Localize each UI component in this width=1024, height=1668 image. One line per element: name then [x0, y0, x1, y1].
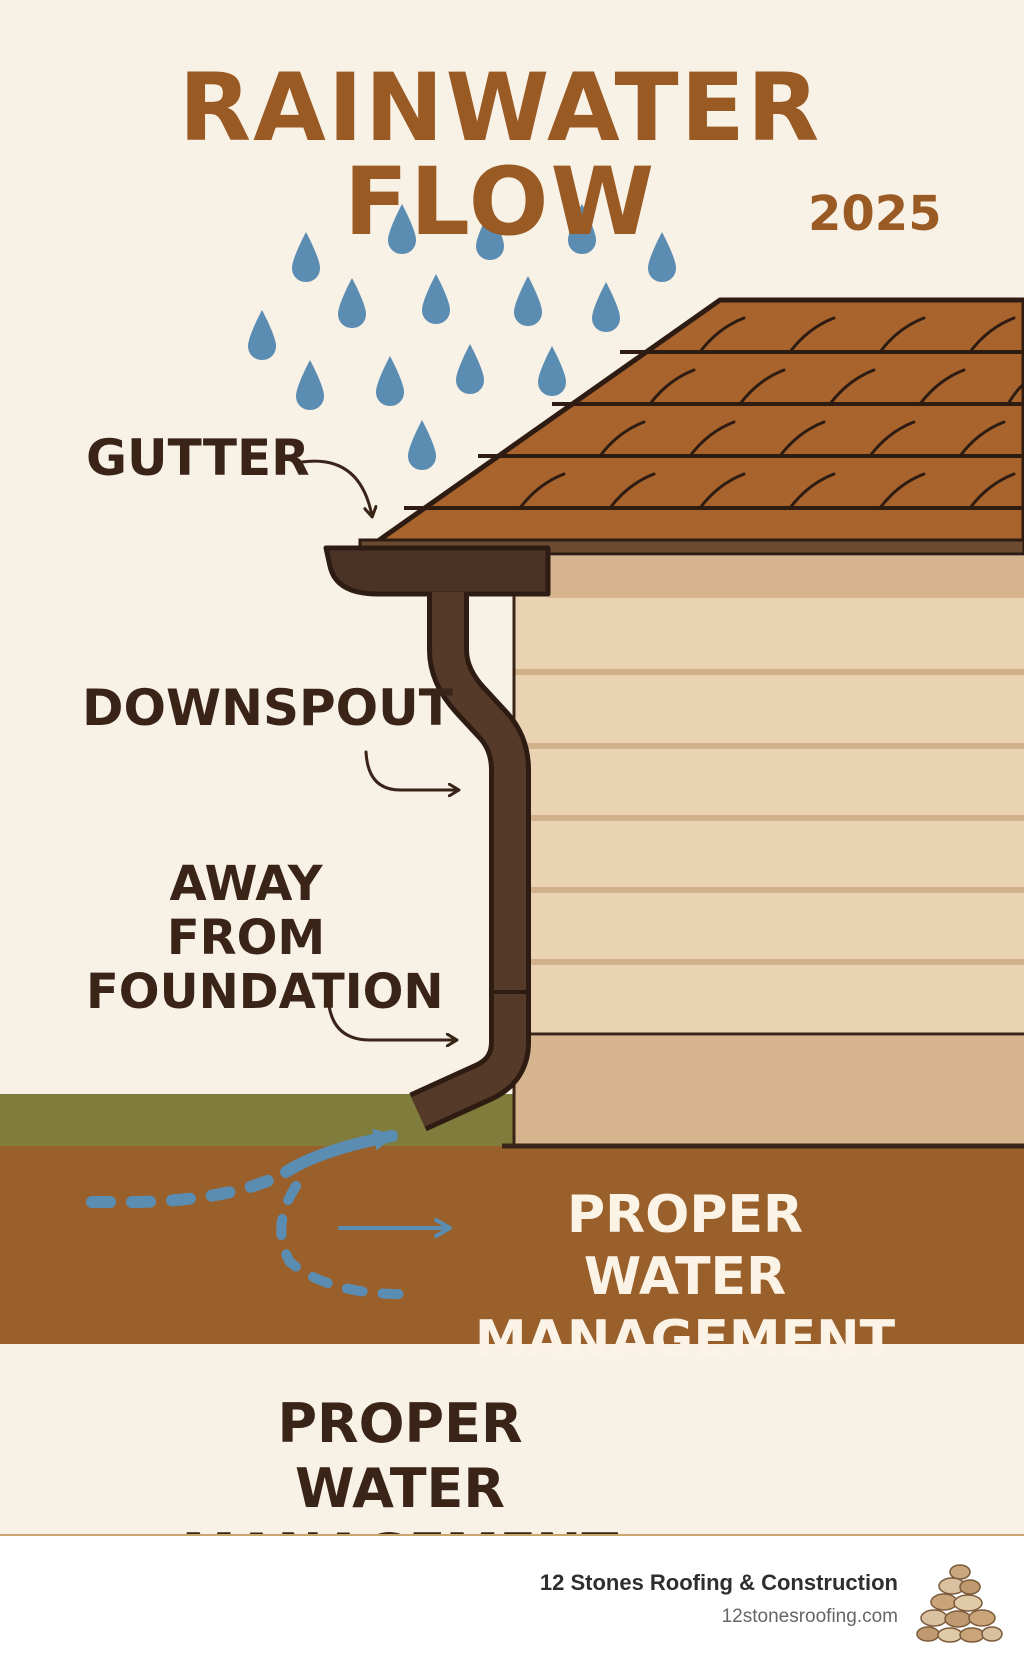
raindrop-icon	[514, 276, 542, 326]
raindrop-icon	[338, 278, 366, 328]
gutter-arrow	[300, 459, 372, 516]
water-flow-arrows	[86, 1128, 452, 1300]
raindrop-icon	[648, 232, 676, 282]
raindrop-icon	[456, 344, 484, 394]
downspout	[409, 592, 531, 1132]
rain-drops	[248, 204, 676, 470]
page-title: RAINWATER FLOW	[178, 54, 822, 257]
raindrop-icon	[592, 282, 620, 332]
soil-band	[0, 1146, 1024, 1344]
roof	[358, 297, 1024, 556]
house-wall	[502, 556, 1024, 1149]
raindrop-icon	[388, 204, 416, 254]
band-line-2: MANAGEMENT	[474, 1309, 896, 1370]
away-arrow	[326, 990, 456, 1040]
downspout-arrow	[364, 750, 458, 790]
raindrop-icon	[376, 356, 404, 406]
raindrop-icon	[476, 210, 504, 260]
footer: 12 Stones Roofing & Construction 12stone…	[0, 1534, 1024, 1668]
away-line-2: FOUNDATION	[86, 963, 444, 1020]
away-line-1: AWAY FROM	[166, 856, 326, 966]
downspout-label: DOWNSPOUT	[82, 679, 453, 737]
bottom-line-1: PROPER WATER	[277, 1392, 523, 1520]
raindrop-icon	[296, 360, 324, 410]
raindrop-icon	[248, 310, 276, 360]
soil-band-label: PROPER WATER MANAGEMENT	[470, 1184, 900, 1371]
band-line-1: PROPER WATER	[566, 1185, 804, 1308]
stacked-stones-icon	[916, 1564, 1003, 1643]
raindrop-icon	[422, 274, 450, 324]
gutter	[323, 545, 551, 597]
company-url[interactable]: 12stonesroofing.com	[721, 1606, 898, 1627]
raindrop-icon	[408, 420, 436, 470]
year-label: 2025	[808, 186, 942, 242]
company-name: 12 Stones Roofing & Construction	[539, 1570, 898, 1595]
raindrop-icon	[292, 232, 320, 282]
raindrop-icon	[538, 346, 566, 396]
raindrop-icon	[568, 204, 596, 254]
gutter-label: GUTTER	[86, 429, 310, 487]
away-from-foundation-label: AWAY FROM FOUNDATION	[86, 856, 444, 1020]
